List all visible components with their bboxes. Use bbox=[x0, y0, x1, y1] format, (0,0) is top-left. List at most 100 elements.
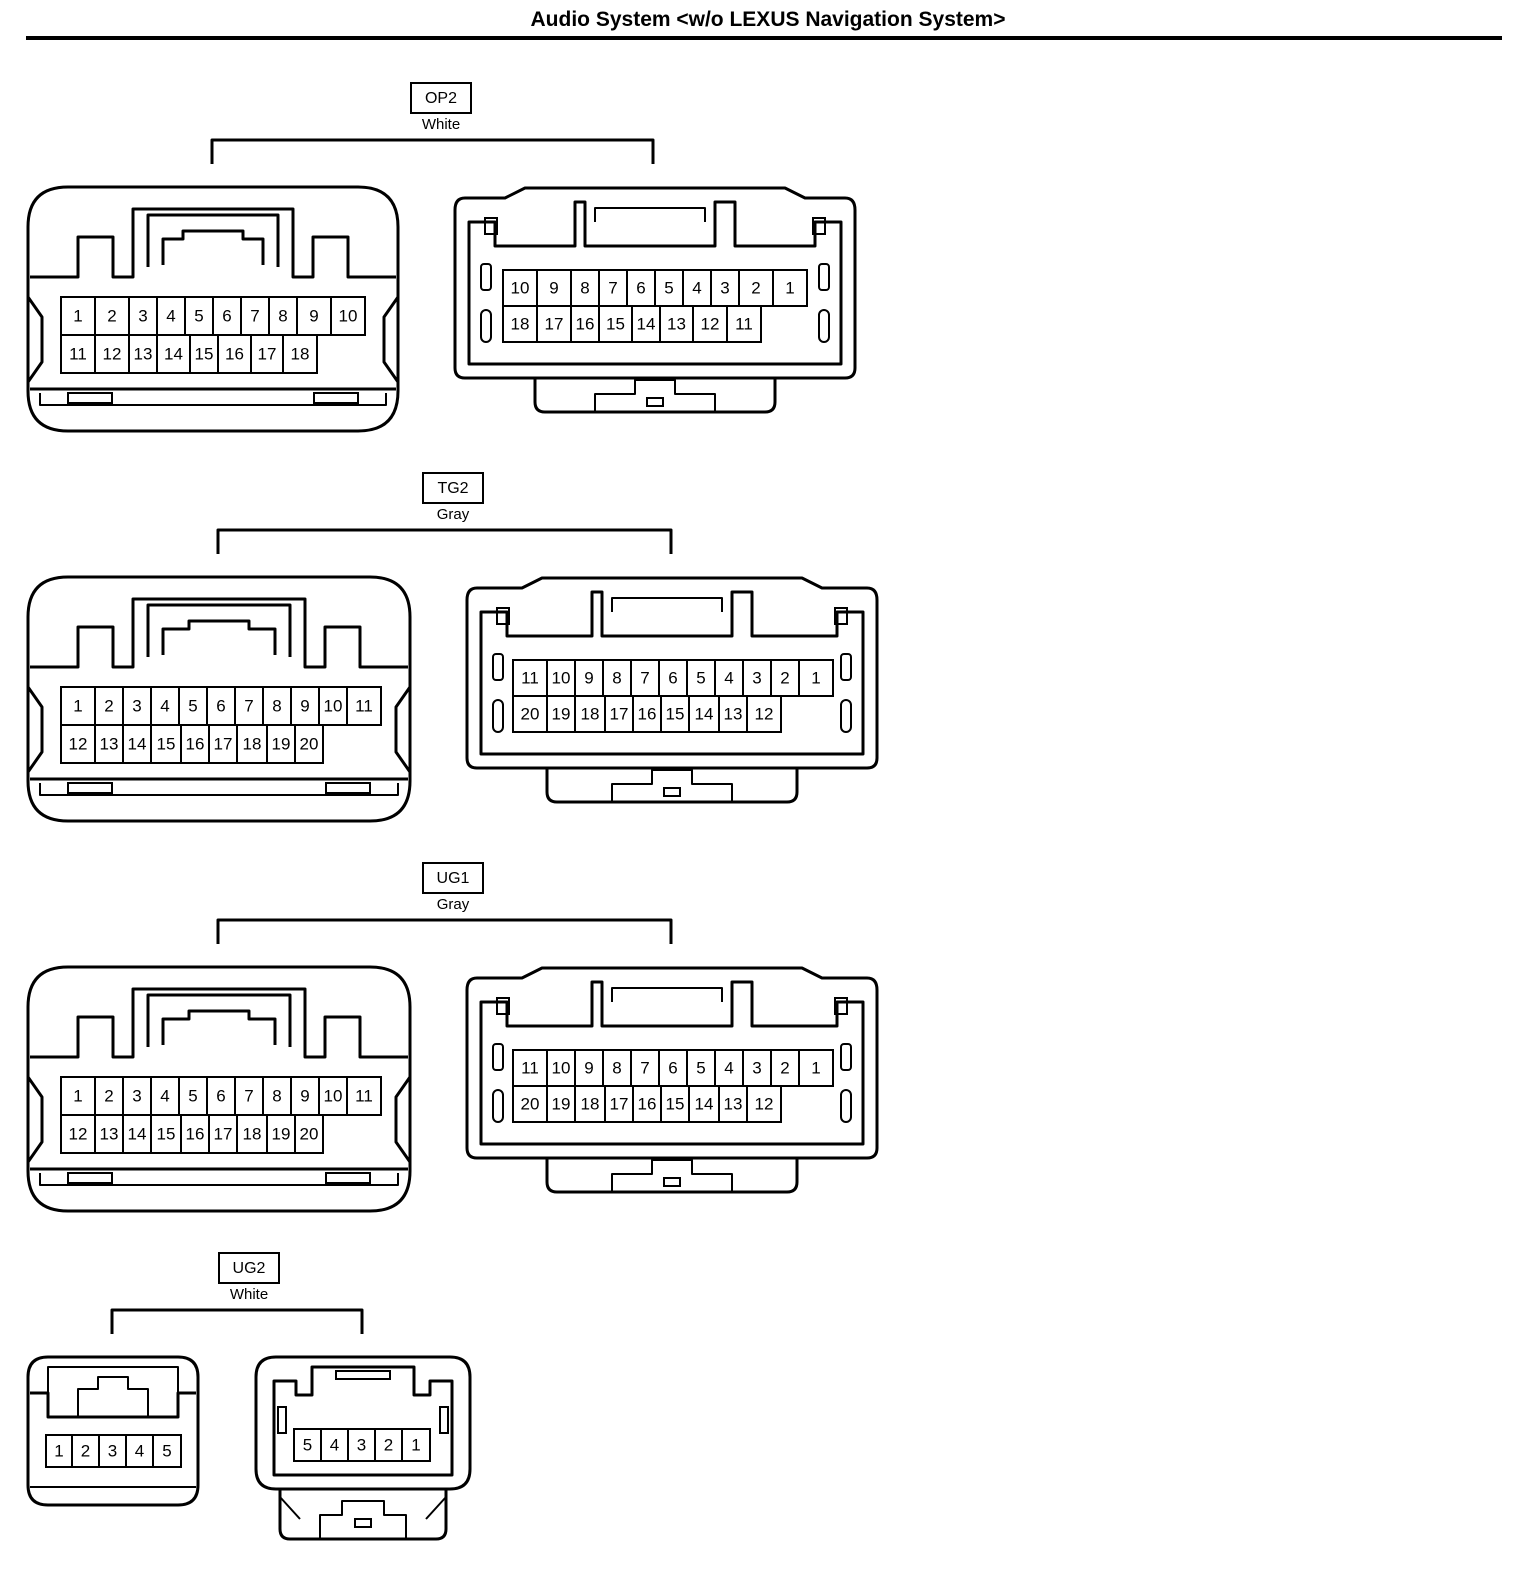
pin-number: 4 bbox=[692, 278, 701, 297]
lock-base bbox=[278, 1489, 448, 1541]
pin-cell: 15 bbox=[660, 695, 690, 733]
pin-cell: 16 bbox=[632, 1085, 662, 1123]
side-notch bbox=[382, 296, 400, 383]
pin-cell: 7 bbox=[630, 659, 660, 697]
pin-cell: 9 bbox=[290, 686, 320, 726]
pin-number: 13 bbox=[724, 704, 743, 723]
pin-cell: 3 bbox=[742, 659, 772, 697]
pin-number: 19 bbox=[552, 1094, 571, 1113]
pin-box bbox=[798, 1049, 834, 1087]
base-slot bbox=[67, 1172, 113, 1184]
pin-cell: 5 bbox=[178, 686, 208, 726]
pin-cell: 13 bbox=[718, 695, 748, 733]
pin-number: 3 bbox=[132, 1086, 141, 1105]
pin-number: 2 bbox=[81, 1441, 90, 1460]
pin-cell: 16 bbox=[180, 1114, 210, 1154]
pin-number: 15 bbox=[606, 314, 625, 333]
connector-code-box bbox=[218, 1252, 280, 1284]
guide-slot bbox=[496, 997, 510, 1015]
pin-number: 1 bbox=[54, 1441, 63, 1460]
connector-body bbox=[254, 1355, 472, 1491]
pin-cell: 17 bbox=[208, 1114, 238, 1154]
pin-cell: 3 bbox=[122, 1076, 152, 1116]
pin-cell: 10 bbox=[546, 1049, 576, 1087]
pin-number: 10 bbox=[511, 278, 530, 297]
pin-number: 9 bbox=[309, 306, 318, 325]
pin-cell: 10 bbox=[318, 1076, 348, 1116]
connector-bracket bbox=[110, 1308, 364, 1334]
housing-top bbox=[30, 1391, 196, 1419]
pin-cell: 3 bbox=[347, 1428, 376, 1462]
pin-cell: 5 bbox=[178, 1076, 208, 1116]
pin-number: 8 bbox=[272, 696, 281, 715]
pin-cell: 14 bbox=[688, 1085, 720, 1123]
pin-number: 13 bbox=[667, 314, 686, 333]
pin-number: 3 bbox=[720, 278, 729, 297]
pin-number: 1 bbox=[785, 278, 794, 297]
pin-number: 12 bbox=[701, 314, 720, 333]
pin-number: 18 bbox=[581, 1094, 600, 1113]
connector-color: White bbox=[422, 116, 460, 133]
pin-cell: 13 bbox=[659, 305, 694, 343]
pin-number: 11 bbox=[355, 696, 373, 715]
pin-cell: 5 bbox=[654, 269, 684, 307]
pin-box bbox=[746, 1085, 782, 1123]
pin-number: 2 bbox=[780, 1058, 789, 1077]
pin-number: 8 bbox=[612, 1058, 621, 1077]
pin-number: 11 bbox=[69, 344, 87, 363]
pin-cell: 1 bbox=[772, 269, 808, 307]
connector-code: UG2 bbox=[233, 1260, 266, 1277]
pin-number: 8 bbox=[272, 1086, 281, 1105]
pin-cell: 5 bbox=[184, 296, 214, 336]
pin-number: 2 bbox=[780, 668, 789, 687]
pin-cell: 7 bbox=[234, 1076, 264, 1116]
pin-number: 1 bbox=[73, 1086, 82, 1105]
pin-number: 3 bbox=[132, 696, 141, 715]
side-slot bbox=[492, 1043, 504, 1071]
pin-cell: 4 bbox=[320, 1428, 349, 1462]
pin-number: 4 bbox=[724, 1058, 733, 1077]
pin-cell: 4 bbox=[714, 1049, 744, 1087]
lock-base bbox=[533, 378, 777, 414]
pin-cell: 4 bbox=[156, 296, 186, 336]
pin-number: 5 bbox=[696, 1058, 705, 1077]
side-slot bbox=[492, 653, 504, 681]
pin-cell: 15 bbox=[150, 724, 182, 764]
pin-number: 20 bbox=[300, 734, 319, 753]
connector-bracket bbox=[210, 138, 655, 164]
pin-number: 12 bbox=[755, 704, 774, 723]
pin-cell: 6 bbox=[212, 296, 242, 336]
side-notch bbox=[26, 1076, 44, 1163]
pin-number: 15 bbox=[157, 1124, 176, 1143]
pin-number: 6 bbox=[636, 278, 645, 297]
connector-code: UG1 bbox=[437, 870, 470, 887]
housing-top bbox=[30, 597, 408, 669]
pin-number: 6 bbox=[668, 1058, 677, 1077]
side-slot bbox=[818, 309, 830, 343]
pin-cell: 12 bbox=[60, 724, 96, 764]
pin-box bbox=[294, 1114, 324, 1154]
pin-number: 17 bbox=[545, 314, 564, 333]
connector-code: TG2 bbox=[437, 480, 468, 497]
side-slot bbox=[277, 1406, 287, 1434]
connector-color: Gray bbox=[437, 506, 470, 523]
pin-cell: 11 bbox=[726, 305, 762, 343]
pin-cell: 6 bbox=[206, 686, 236, 726]
pin-number: 19 bbox=[272, 1124, 291, 1143]
pin-number: 15 bbox=[195, 344, 214, 363]
pin-cell: 17 bbox=[250, 334, 284, 374]
pin-cell: 8 bbox=[570, 269, 600, 307]
pin-number: 7 bbox=[608, 278, 617, 297]
pin-number: 17 bbox=[258, 344, 277, 363]
pin-cell: 19 bbox=[546, 695, 576, 733]
pin-number: 15 bbox=[157, 734, 176, 753]
base-rail bbox=[39, 783, 399, 796]
side-slot bbox=[840, 653, 852, 681]
pin-number: 5 bbox=[188, 1086, 197, 1105]
pin-number: 12 bbox=[755, 1094, 774, 1113]
pin-cell: 5 bbox=[686, 1049, 716, 1087]
